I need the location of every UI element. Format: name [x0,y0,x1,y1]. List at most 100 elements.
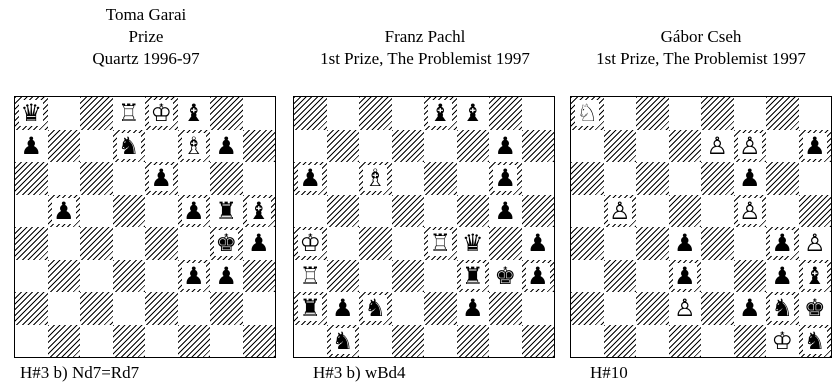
square-g5: ♟ [489,195,522,228]
square-e8 [701,97,734,130]
square-c2 [636,292,669,325]
white-rook-icon: ♖ [118,101,140,125]
square-e3 [701,260,734,293]
square-a5 [15,195,48,228]
square-e4: ♖ [424,227,457,260]
square-c3 [359,260,392,293]
stipulation: H#3 b) wBd4 [313,363,406,383]
square-c6 [80,162,113,195]
square-c4 [359,227,392,260]
square-f7: ♙ [734,130,767,163]
problem-3: Gábor Cseh 1st Prize, The Problemist 199… [570,0,834,389]
square-f6 [457,162,490,195]
square-a8 [294,97,327,130]
square-g2: ♞ [766,292,799,325]
square-d4 [113,227,146,260]
black-pawn-icon: ♟ [494,134,516,158]
square-b6 [604,162,637,195]
square-b1: ♞ [327,325,360,358]
black-pawn-icon: ♟ [462,296,484,320]
square-b4 [327,227,360,260]
square-a3 [15,260,48,293]
square-a3 [571,260,604,293]
white-pawn-icon: ♙ [706,134,728,158]
square-a4: ♔ [294,227,327,260]
square-e2 [424,292,457,325]
white-rook-icon: ♖ [299,264,321,288]
black-bishop-icon: ♝ [803,263,827,289]
black-pawn-icon: ♟ [20,134,42,158]
square-g6 [210,162,243,195]
square-d2 [392,292,425,325]
black-pawn-icon: ♟ [527,231,549,255]
square-a8: ♘ [571,97,604,130]
award-line: Prize [14,26,278,48]
black-knight-icon: ♞ [117,133,141,159]
square-e6 [701,162,734,195]
square-g3: ♟ [210,260,243,293]
square-c7 [359,130,392,163]
square-e2 [145,292,178,325]
stipulation: H#10 [590,363,628,383]
square-c6: ♗ [359,162,392,195]
square-f5: ♙ [734,195,767,228]
square-a1 [294,325,327,358]
square-g8 [766,97,799,130]
square-c3 [636,260,669,293]
square-e4 [701,227,734,260]
black-knight-icon: ♞ [363,295,387,321]
square-h5 [799,195,832,228]
white-pawn-icon: ♙ [738,198,762,224]
square-d5 [392,195,425,228]
square-b1 [48,325,81,358]
square-f7: ♗ [178,130,211,163]
award-line: 1st Prize, The Problemist 1997 [285,48,565,70]
square-c8 [359,97,392,130]
square-h8 [243,97,276,130]
square-h6 [522,162,555,195]
square-e6 [424,162,457,195]
square-d5 [669,195,702,228]
black-pawn-icon: ♟ [298,165,322,191]
square-h1 [522,325,555,358]
square-e5 [145,195,178,228]
white-king-icon: ♔ [149,100,173,126]
square-b2 [48,292,81,325]
square-e5 [424,195,457,228]
square-g8 [210,97,243,130]
square-f3: ♟ [178,260,211,293]
square-e3 [145,260,178,293]
square-c1 [80,325,113,358]
square-h4: ♟ [243,227,276,260]
square-f2: ♟ [457,292,490,325]
problem-2: Franz Pachl 1st Prize, The Problemist 19… [293,0,557,389]
square-g7: ♟ [489,130,522,163]
square-f6: ♟ [734,162,767,195]
square-f1 [178,325,211,358]
problem-header: Toma Garai Prize Quartz 1996-97 [14,4,278,70]
square-g4: ♚ [210,227,243,260]
square-c4 [636,227,669,260]
black-pawn-icon: ♟ [771,264,793,288]
square-a8: ♛ [15,97,48,130]
square-d3 [113,260,146,293]
black-bishop-icon: ♝ [462,101,484,125]
square-b7 [604,130,637,163]
square-h2 [522,292,555,325]
square-a1 [571,325,604,358]
square-b8 [48,97,81,130]
square-f5 [457,195,490,228]
composer-name: Franz Pachl [285,26,565,48]
black-pawn-icon: ♟ [215,264,237,288]
square-f4: ♛ [457,227,490,260]
problem-header: Gábor Cseh 1st Prize, The Problemist 199… [564,26,837,70]
square-d1 [392,325,425,358]
square-g2 [489,292,522,325]
square-b2: ♟ [327,292,360,325]
square-e1 [424,325,457,358]
square-c1 [636,325,669,358]
square-b1 [604,325,637,358]
chess-board: ♛♖♔♝♟♞♗♟♟♟♟♜♝♚♟♟♟ [14,96,276,358]
square-c8 [636,97,669,130]
white-bishop-icon: ♗ [182,133,206,159]
